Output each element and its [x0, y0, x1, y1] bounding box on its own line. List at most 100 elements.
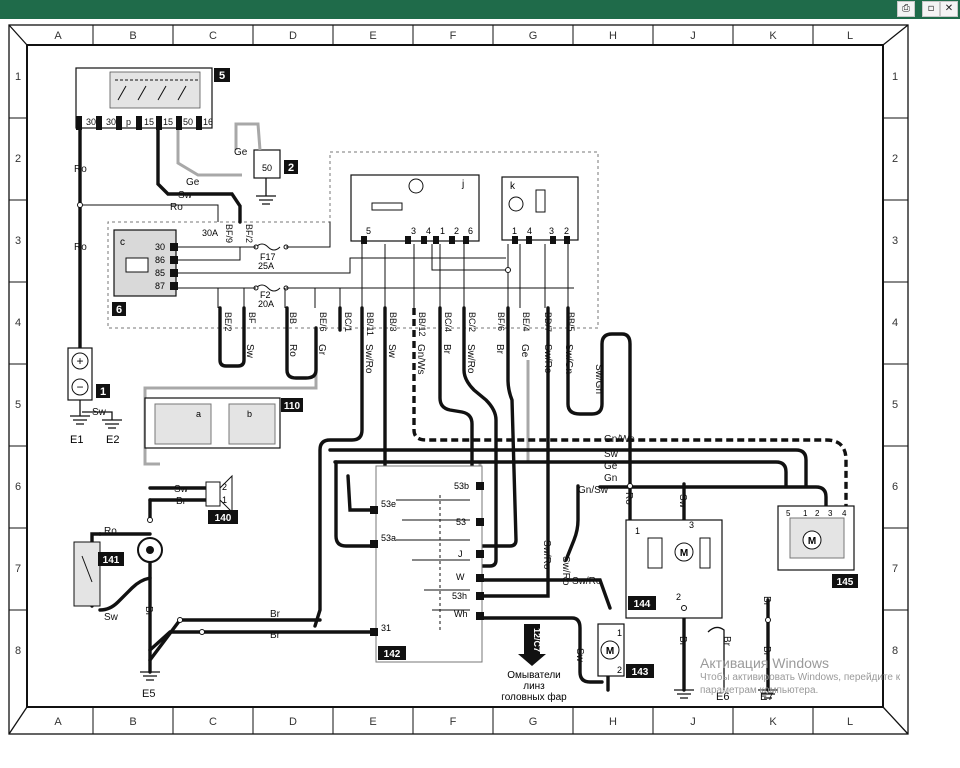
terminal-label: 30 — [106, 117, 116, 127]
component-number: 145 — [837, 577, 854, 588]
fuse-label: F2 — [260, 290, 271, 300]
grid-row-label: 7 — [15, 563, 21, 575]
component-110: a b 110 — [144, 397, 303, 449]
restore-icon[interactable]: ▫ — [922, 1, 940, 17]
grounds — [140, 626, 778, 699]
wire-label: Ge — [186, 177, 200, 188]
terminal-label: 2 — [564, 226, 569, 236]
motor-label: M — [680, 548, 688, 559]
wire-label: Sw/Ro — [542, 344, 553, 374]
wire-label: Br — [721, 636, 732, 647]
plug-label: BC/1 — [343, 312, 353, 332]
grid-row-label: 5 — [15, 399, 21, 411]
component-number: 144 — [634, 599, 651, 610]
wire-label: Sw — [104, 612, 119, 623]
terminal-label: 2 — [454, 226, 459, 236]
component-j: j 5 3 4 1 2 6 — [350, 174, 480, 244]
plug-label: BF/6 — [496, 312, 506, 331]
grid-col-label: H — [609, 30, 617, 42]
terminal-label: 50 — [262, 163, 272, 173]
grid-col-label: E — [369, 30, 376, 42]
grid-col-label: B — [129, 30, 136, 42]
terminal-label: 2 — [617, 665, 622, 675]
terminal-label: 53 — [456, 517, 466, 527]
close-icon[interactable]: ✕ — [940, 1, 958, 17]
wire-label: Sw — [386, 344, 397, 359]
grid-col-label: B — [129, 716, 136, 728]
wire-label: Sw/Gn — [563, 344, 574, 374]
wire-label: Br — [441, 344, 452, 355]
terminal-label: 87 — [155, 281, 165, 291]
wire-label: Br — [761, 646, 772, 657]
terminal-label: 1 — [512, 226, 517, 236]
wire-label: Ro — [74, 242, 87, 253]
wire-label: Br — [270, 630, 281, 641]
plug-label: BC/4 — [443, 312, 453, 332]
wire-label: Sw — [604, 449, 619, 460]
plug-label: BE/6 — [318, 312, 328, 332]
grid-row-label: 8 — [892, 645, 898, 657]
wire-label: Sw — [244, 344, 255, 359]
terminal-label: 85 — [155, 268, 165, 278]
wire-label: Br — [270, 609, 281, 620]
component-sub-label: k — [510, 181, 516, 192]
wiring-diagram: A B C D E F G H J K L A B C D E F G H J … — [8, 24, 909, 735]
component-sub-label: j — [461, 179, 464, 190]
wire-label: Gn — [604, 473, 617, 484]
wire-label: Br — [143, 606, 154, 617]
thick-wires — [78, 128, 828, 692]
diagram-frame — [8, 24, 909, 735]
grid-col-label: K — [769, 716, 777, 728]
wire-label: Sw/Ro — [363, 344, 374, 374]
component-number: 142 — [384, 649, 401, 660]
windows-activation-watermark: Активация Windows Чтобы активировать Win… — [700, 655, 940, 697]
grid-col-label: K — [769, 30, 777, 42]
ground-label: E1 — [70, 434, 83, 446]
grid-row-label: 4 — [15, 317, 21, 329]
terminal-label: 53a — [381, 533, 396, 543]
terminal-label: 4 — [426, 226, 431, 236]
wire-label: Sw — [574, 648, 585, 663]
component-number: 140 — [215, 513, 232, 524]
terminal-label: 15 — [144, 117, 154, 127]
terminal-label: 15 — [163, 117, 173, 127]
component-2: 50 2 — [253, 149, 298, 205]
terminal-label: 3 — [411, 226, 416, 236]
grid-row-label: 4 — [892, 317, 898, 329]
terminal-label: 3 — [828, 509, 833, 518]
terminal-label: 4 — [527, 226, 532, 236]
wire-label: Gn/Ws — [415, 344, 426, 375]
wire-label: Br — [494, 344, 505, 355]
svg-text:−: − — [76, 380, 83, 394]
wire-label: Gn/Sw — [578, 485, 609, 496]
print-icon[interactable]: ⎙ — [897, 1, 915, 17]
component-number: 141 — [103, 555, 120, 566]
component-6: c 30 86 85 87 6 — [112, 229, 178, 316]
ground-label: E7 — [760, 691, 773, 703]
terminal-label: 2 — [815, 509, 820, 518]
wire-label: Sw — [677, 494, 688, 509]
terminal-label: 1 — [803, 509, 808, 518]
wire-label: Br — [677, 636, 688, 647]
component-1: + − 1 E1 E2 — [67, 347, 122, 446]
wire-label: Br — [761, 596, 772, 607]
terminal-label: 3 — [689, 520, 694, 530]
grid-col-label: F — [450, 30, 457, 42]
grid-row-label: 8 — [15, 645, 21, 657]
grid-col-label: D — [289, 716, 297, 728]
grid-col-label: G — [529, 716, 538, 728]
thin-wires — [80, 204, 574, 308]
wire-label: Sw — [174, 484, 189, 495]
grid-row-label: 2 — [892, 153, 898, 165]
terminal-label: 4 — [842, 509, 847, 518]
plug-label: BF — [247, 312, 257, 324]
wire-label: Ro — [623, 492, 634, 505]
component-k: k 1 4 3 2 — [501, 176, 579, 244]
grid-col-label: D — [289, 30, 297, 42]
plug-label: BE/2 — [223, 312, 233, 332]
grid-row-label: 6 — [15, 481, 21, 493]
wire-label: Sw/Ro — [465, 344, 476, 374]
terminal-label: 1 — [617, 628, 622, 638]
ground-label: E6 — [716, 691, 729, 703]
component-141: 141 — [73, 537, 163, 607]
